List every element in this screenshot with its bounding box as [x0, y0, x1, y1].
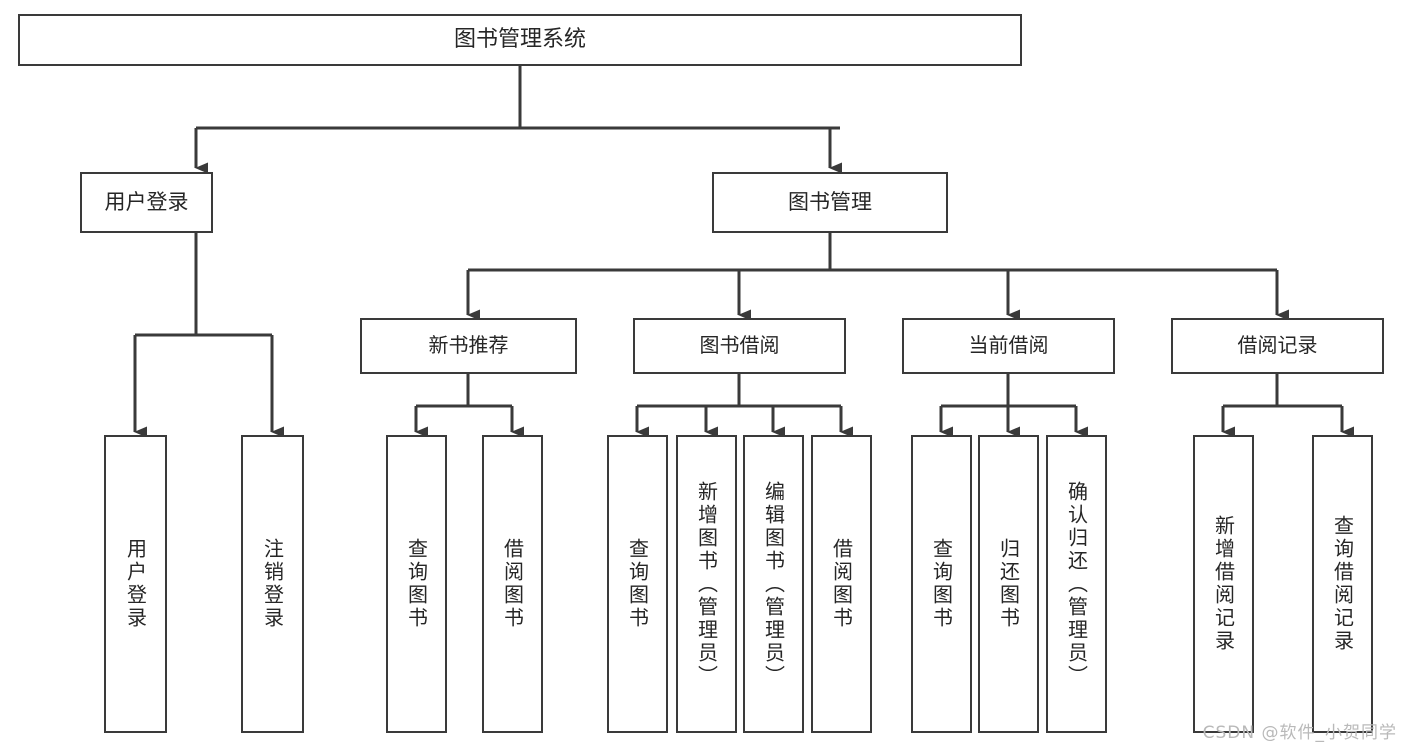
- node-book-borrow[interactable]: 图书借阅: [633, 318, 846, 374]
- leaf-current-borrow-query-label: 查询图书: [929, 538, 954, 630]
- node-new-book-recommend[interactable]: 新书推荐: [360, 318, 577, 374]
- leaf-book-borrow-edit-label: 编辑图书（管理员）: [761, 480, 786, 688]
- node-current-borrow[interactable]: 当前借阅: [902, 318, 1115, 374]
- leaf-new-book-borrow-label: 借阅图书: [500, 538, 525, 630]
- node-user-login[interactable]: 用户登录: [80, 172, 213, 233]
- leaf-borrow-record-query[interactable]: 查询借阅记录: [1312, 435, 1373, 733]
- node-new-book-recommend-label: 新书推荐: [428, 333, 509, 358]
- leaf-current-borrow-return[interactable]: 归还图书: [978, 435, 1039, 733]
- node-borrow-record-label: 借阅记录: [1237, 333, 1318, 358]
- leaf-user-login-login-label: 用户登录: [123, 538, 148, 630]
- leaf-user-login-logout-label: 注销登录: [260, 538, 285, 630]
- node-book-management-label: 图书管理: [788, 190, 872, 215]
- node-current-borrow-label: 当前借阅: [968, 333, 1049, 358]
- leaf-user-login-login[interactable]: 用户登录: [104, 435, 167, 733]
- leaf-book-borrow-add-label: 新增图书（管理员）: [694, 480, 719, 688]
- node-book-management[interactable]: 图书管理: [712, 172, 948, 233]
- leaf-book-borrow-borrow[interactable]: 借阅图书: [811, 435, 872, 733]
- leaf-current-borrow-return-label: 归还图书: [996, 538, 1021, 630]
- leaf-book-borrow-borrow-label: 借阅图书: [829, 538, 854, 630]
- leaf-book-borrow-query-label: 查询图书: [625, 538, 650, 630]
- leaf-new-book-query-label: 查询图书: [404, 538, 429, 630]
- leaf-user-login-logout[interactable]: 注销登录: [241, 435, 304, 733]
- leaf-borrow-record-add-label: 新增借阅记录: [1211, 515, 1236, 653]
- leaf-new-book-borrow[interactable]: 借阅图书: [482, 435, 543, 733]
- leaf-current-borrow-confirm[interactable]: 确认归还（管理员）: [1046, 435, 1107, 733]
- node-book-borrow-label: 图书借阅: [699, 333, 780, 358]
- node-root[interactable]: 图书管理系统: [18, 14, 1022, 66]
- leaf-current-borrow-confirm-label: 确认归还（管理员）: [1064, 480, 1089, 688]
- leaf-book-borrow-query[interactable]: 查询图书: [607, 435, 668, 733]
- node-root-label: 图书管理系统: [453, 27, 586, 53]
- leaf-borrow-record-add[interactable]: 新增借阅记录: [1193, 435, 1254, 733]
- leaf-book-borrow-add[interactable]: 新增图书（管理员）: [676, 435, 737, 733]
- leaf-borrow-record-query-label: 查询借阅记录: [1330, 515, 1355, 653]
- leaf-current-borrow-query[interactable]: 查询图书: [911, 435, 972, 733]
- leaf-book-borrow-edit[interactable]: 编辑图书（管理员）: [743, 435, 804, 733]
- leaf-new-book-query[interactable]: 查询图书: [386, 435, 447, 733]
- node-borrow-record[interactable]: 借阅记录: [1171, 318, 1384, 374]
- node-user-login-label: 用户登录: [104, 190, 189, 215]
